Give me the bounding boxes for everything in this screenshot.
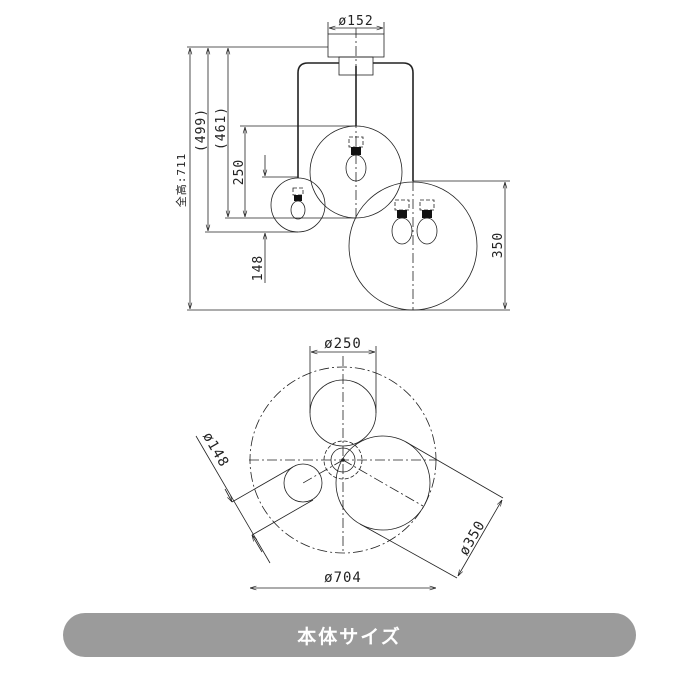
large-diameter-label: ø350 (456, 518, 489, 559)
length-499-label: (499) (194, 108, 209, 152)
section-label: 本体サイズ (297, 625, 402, 648)
section-label-bar: 本体サイズ (63, 613, 636, 657)
large-height-label: 350 (491, 232, 506, 258)
right-arm (373, 62, 414, 181)
plan-view: ø250 ø704 ø148 ø350 (195, 336, 504, 588)
left-arm (297, 62, 339, 178)
small-shade (270, 177, 326, 233)
medium-diameter-label: ø250 (324, 336, 362, 352)
small-height-label: 148 (251, 255, 266, 281)
length-461-label: (461) (214, 106, 229, 150)
side-view: ø152 全高:711 (499) (461) 250 148 350 (174, 14, 510, 311)
small-shade-plan (283, 463, 323, 503)
bulb-icon (391, 199, 413, 245)
canopy-plan (330, 447, 356, 473)
large-shade-plan (335, 435, 431, 531)
bulb-icon (345, 136, 367, 182)
medium-height-label: 250 (232, 159, 247, 185)
bulb-icon (290, 187, 306, 220)
bulb-icon (416, 199, 438, 245)
canopy-diameter-label: ø152 (338, 14, 373, 29)
overall-diameter-label: ø704 (324, 570, 362, 586)
total-height-label: 全高:711 (174, 153, 188, 208)
